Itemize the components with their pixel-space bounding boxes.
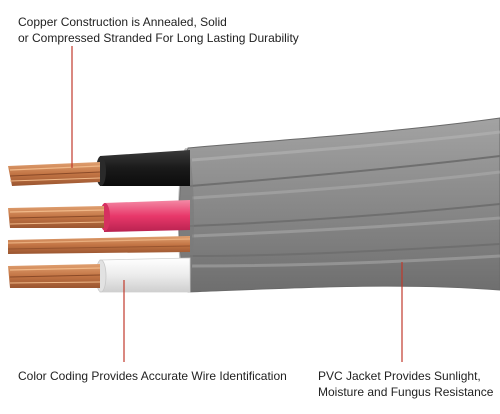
callout-color-coding: Color Coding Provides Accurate Wire Iden… (18, 368, 287, 384)
bare-ground-conductor (7, 236, 191, 254)
copper-strands-black (8, 162, 101, 186)
red-conductor (100, 200, 190, 232)
pvc-jacket (178, 117, 500, 293)
leader-lines (71, 46, 403, 362)
callout-pvc-jacket: PVC Jacket Provides Sunlight, Moisture a… (318, 368, 493, 400)
callout-pvc-line-1: PVC Jacket Provides Sunlight, (318, 369, 481, 383)
copper-strands-white (8, 264, 101, 288)
callout-copper-line-2: or Compressed Stranded For Long Lasting … (18, 31, 299, 45)
black-conductor (96, 150, 190, 186)
callout-copper-construction: Copper Construction is Annealed, Solid o… (18, 14, 299, 46)
callout-pvc-line-2: Moisture and Fungus Resistance (318, 385, 494, 399)
callout-color-coding-line-1: Color Coding Provides Accurate Wire Iden… (18, 369, 287, 383)
white-conductor (95, 257, 191, 293)
callout-copper-line-1: Copper Construction is Annealed, Solid (18, 15, 227, 29)
copper-strands-red (8, 206, 105, 228)
